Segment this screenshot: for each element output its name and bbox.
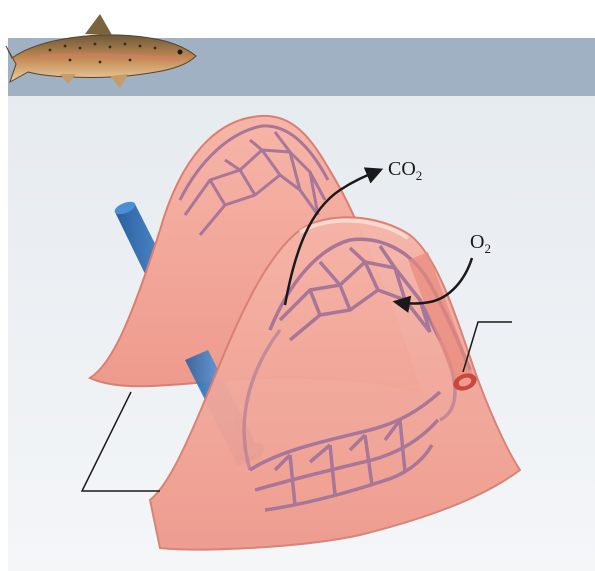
co2-label-main: CO	[388, 158, 416, 180]
o2-label-main: O	[470, 231, 484, 253]
o2-label-sub: 2	[484, 241, 491, 256]
co2-label-sub: 2	[416, 168, 423, 183]
